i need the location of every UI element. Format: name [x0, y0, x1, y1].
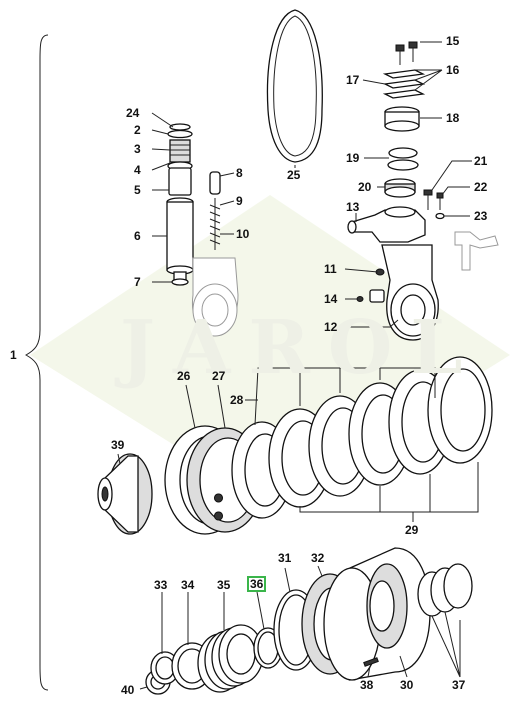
label-5: 5: [134, 183, 141, 197]
label-30: 30: [400, 678, 414, 692]
label-9: 9: [236, 194, 243, 208]
label-2: 2: [134, 123, 141, 137]
label-8: 8: [236, 166, 243, 180]
label-27: 27: [212, 369, 226, 383]
label-7: 7: [134, 275, 141, 289]
label-31: 31: [278, 551, 292, 565]
label-25: 25: [287, 168, 301, 182]
label-17: 17: [346, 73, 360, 87]
label-34: 34: [181, 578, 195, 592]
label-6: 6: [134, 229, 141, 243]
label-1: 1: [10, 348, 17, 362]
label-12: 12: [324, 320, 338, 334]
label-38: 38: [360, 678, 374, 692]
pump-housing-faint: [191, 257, 239, 337]
pin-and-spring: [209, 171, 221, 250]
label-18: 18: [446, 111, 460, 125]
label-29: 29: [405, 523, 419, 537]
group-brace: [24, 34, 49, 691]
label-26: 26: [177, 369, 191, 383]
label-37: 37: [452, 678, 466, 692]
label-40: 40: [121, 683, 135, 697]
gear-hub-39: [97, 453, 153, 535]
label-19: 19: [346, 151, 360, 165]
label-32: 32: [311, 551, 325, 565]
label-24: 24: [126, 106, 140, 120]
label-36-highlighted: 36: [247, 576, 267, 592]
label-39: 39: [111, 438, 125, 452]
leader-lines: [117, 41, 472, 690]
label-20: 20: [358, 180, 372, 194]
label-14: 14: [324, 292, 338, 306]
label-28: 28: [230, 393, 244, 407]
label-13: 13: [346, 200, 360, 214]
clutch-plates: [231, 356, 493, 519]
label-21: 21: [474, 154, 488, 168]
label-16: 16: [446, 63, 460, 77]
pump-assembly: [166, 123, 194, 286]
label-23: 23: [474, 209, 488, 223]
label-35: 35: [217, 578, 231, 592]
label-10: 10: [236, 227, 250, 241]
piston-assembly: [145, 547, 473, 695]
label-22: 22: [474, 180, 488, 194]
watermark: JAROL: [120, 305, 481, 391]
label-4: 4: [134, 163, 141, 177]
label-15: 15: [446, 34, 460, 48]
label-3: 3: [134, 142, 141, 156]
label-11: 11: [324, 262, 337, 276]
label-33: 33: [154, 578, 168, 592]
belt-part-25: [266, 9, 323, 163]
valve-assembly: [347, 41, 499, 341]
